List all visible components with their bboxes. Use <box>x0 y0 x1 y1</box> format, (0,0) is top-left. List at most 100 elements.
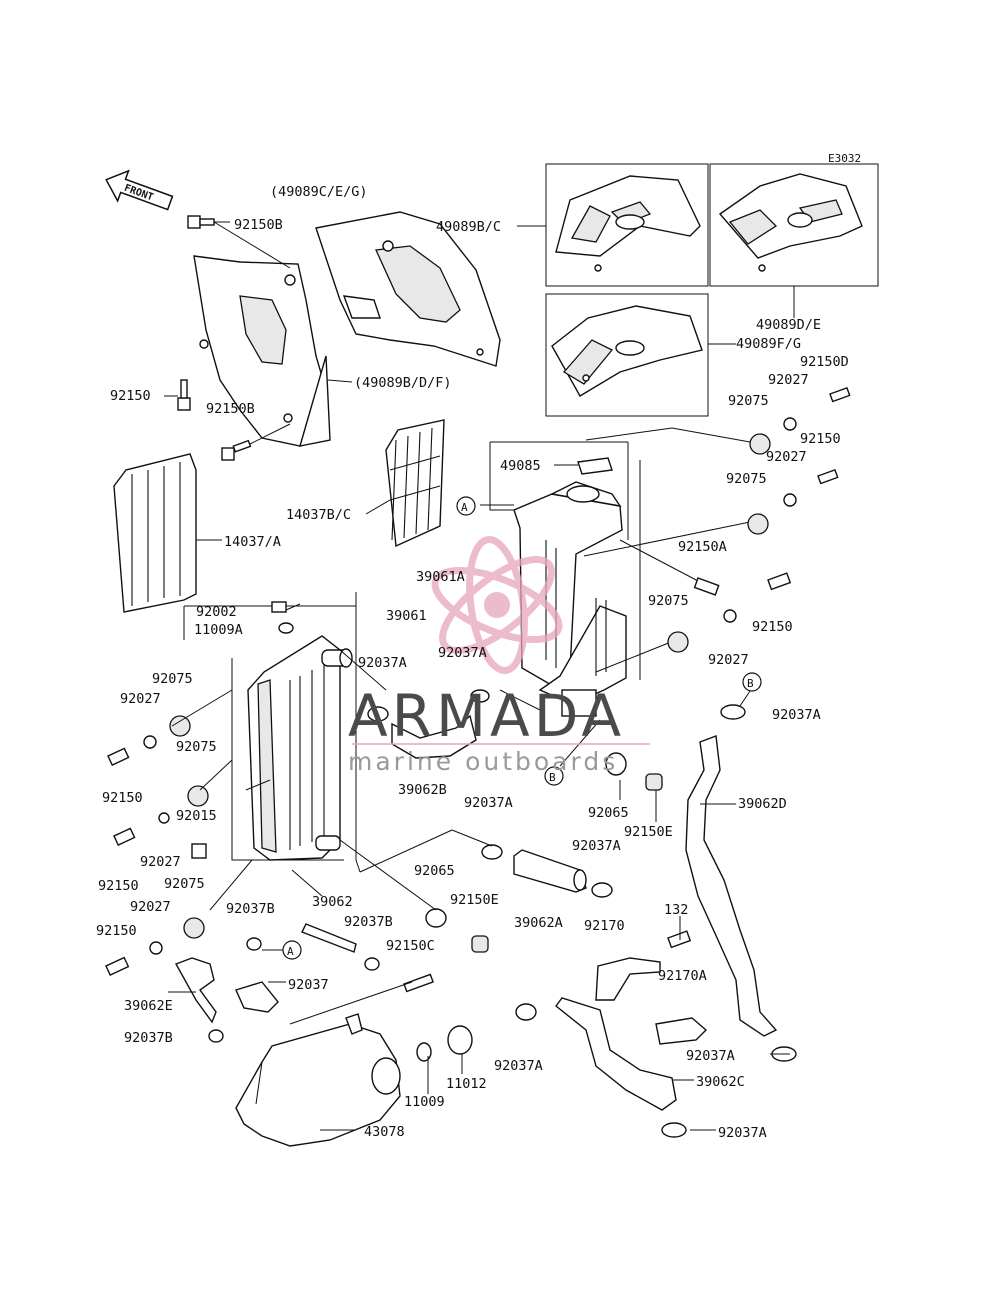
hose-39062 <box>301 923 357 953</box>
part-label: 92015 <box>176 808 217 824</box>
part-label: 92075 <box>176 739 217 755</box>
shroud-decal-set-de <box>709 163 879 287</box>
shroud-decal-set-fg <box>545 293 709 417</box>
radiator-cap-49085-icon <box>577 457 613 475</box>
callout-a-label: A <box>461 501 468 514</box>
part-label: 92150C <box>386 938 435 954</box>
part-label: 92037A <box>686 1048 735 1064</box>
radiator-shroud-left <box>193 255 331 447</box>
callout-b-label: B <box>747 677 754 690</box>
callout-a-lower: A <box>282 940 302 960</box>
callout-a-upper: A <box>456 496 476 516</box>
part-label: 92150 <box>98 878 139 894</box>
part-label: 49089B/C <box>436 219 501 235</box>
part-label: 92037B <box>344 914 393 930</box>
watermark-tagline: marine outboards <box>348 747 618 776</box>
part-label: 39062 <box>312 894 353 910</box>
part-label: 92027 <box>120 691 161 707</box>
part-label: 92150 <box>102 790 143 806</box>
callout-a-label: A <box>287 945 294 958</box>
bracket-92170-icon <box>595 957 661 1001</box>
drain-plug-92002-icon <box>271 601 294 634</box>
part-label: 39062E <box>124 998 173 1014</box>
part-label: 92150A <box>678 539 727 555</box>
callout-b-upper: B <box>742 672 762 692</box>
grommet-92150e-icon <box>471 773 663 953</box>
part-label: 92150 <box>110 388 151 404</box>
clip-92015-icon <box>191 843 207 859</box>
part-label: 92037A <box>438 645 487 661</box>
watermark: ARMADA marine outboards <box>348 536 650 776</box>
part-label: 39062C <box>696 1074 745 1090</box>
part-label: 92150B <box>206 401 255 417</box>
part-label: 92150 <box>800 431 841 447</box>
part-labels: (49089C/E/G) 92150B 49089B/C 49089D/E 49… <box>96 184 849 1141</box>
part-label: 92027 <box>766 449 807 465</box>
part-label: 92037A <box>494 1058 543 1074</box>
part-label: 92027 <box>140 854 181 870</box>
part-label: 14037/A <box>224 534 281 550</box>
collar-92065-icon <box>425 752 627 928</box>
part-label: 92065 <box>588 805 629 821</box>
part-label: 14037B/C <box>286 507 351 523</box>
callout-b-lower: B <box>544 766 564 786</box>
nut-icon <box>143 417 797 955</box>
part-label: 49089F/G <box>736 336 801 352</box>
part-label: 11012 <box>446 1076 487 1092</box>
part-label: 92150E <box>450 892 499 908</box>
radiator-guard-left <box>113 453 222 613</box>
collar-11012-icon <box>447 1025 473 1055</box>
part-label: 92065 <box>414 863 455 879</box>
part-label: 92075 <box>728 393 769 409</box>
clamp-92037-icon <box>235 981 279 1013</box>
part-label: 92027 <box>130 899 171 915</box>
part-label: 132 <box>664 902 688 918</box>
part-label: 11009 <box>404 1094 445 1110</box>
hose-39062b <box>391 714 477 759</box>
part-label: 92150 <box>752 619 793 635</box>
grommet-icon <box>169 433 771 939</box>
radiator-left <box>247 635 353 861</box>
part-label: 39061 <box>386 608 427 624</box>
leader-lines <box>168 649 790 1131</box>
part-label: 11009A <box>194 622 243 638</box>
part-label: 92150D <box>800 354 849 370</box>
part-label: 92037B <box>124 1030 173 1046</box>
part-label: (49089C/E/G) <box>270 184 368 200</box>
part-label: (49089B/D/F) <box>354 375 452 391</box>
propeller-logo-icon <box>431 536 563 674</box>
part-label: 92150E <box>624 824 673 840</box>
callout-b-label: B <box>549 771 556 784</box>
part-label: 92037 <box>288 977 329 993</box>
bolt-92150b-lower-icon <box>221 439 252 461</box>
part-label: 39062A <box>514 915 563 931</box>
part-label: 92037B <box>226 901 275 917</box>
part-label: 92037A <box>358 655 407 671</box>
part-label: 92002 <box>196 604 237 620</box>
clamp-92170a-icon <box>655 1017 708 1045</box>
part-label: 39061A <box>416 569 465 585</box>
hose-39062e <box>174 957 217 1024</box>
part-label: 43078 <box>364 1124 405 1140</box>
part-label: 92037A <box>464 795 513 811</box>
oring-11009-icon <box>416 1042 432 1062</box>
part-label: 92150 <box>96 923 137 939</box>
part-label: 92075 <box>648 593 689 609</box>
bolt-92150b-top-icon <box>187 215 230 229</box>
part-label: 92027 <box>768 372 809 388</box>
reserve-tank-43078 <box>235 1013 401 1147</box>
watermark-brand: ARMADA <box>348 682 625 750</box>
bolt-icon <box>105 386 851 993</box>
part-label: 92037A <box>718 1125 767 1141</box>
part-label: 92027 <box>708 652 749 668</box>
part-label: 92037A <box>772 707 821 723</box>
diagram-code: E3032 <box>828 152 861 165</box>
part-label: 39062B <box>398 782 447 798</box>
front-arrow-icon: FRONT <box>105 169 174 211</box>
part-label: 92075 <box>164 876 205 892</box>
radiator-shroud-right <box>315 211 501 367</box>
radiator-right <box>513 481 627 717</box>
part-label: 92075 <box>152 671 193 687</box>
